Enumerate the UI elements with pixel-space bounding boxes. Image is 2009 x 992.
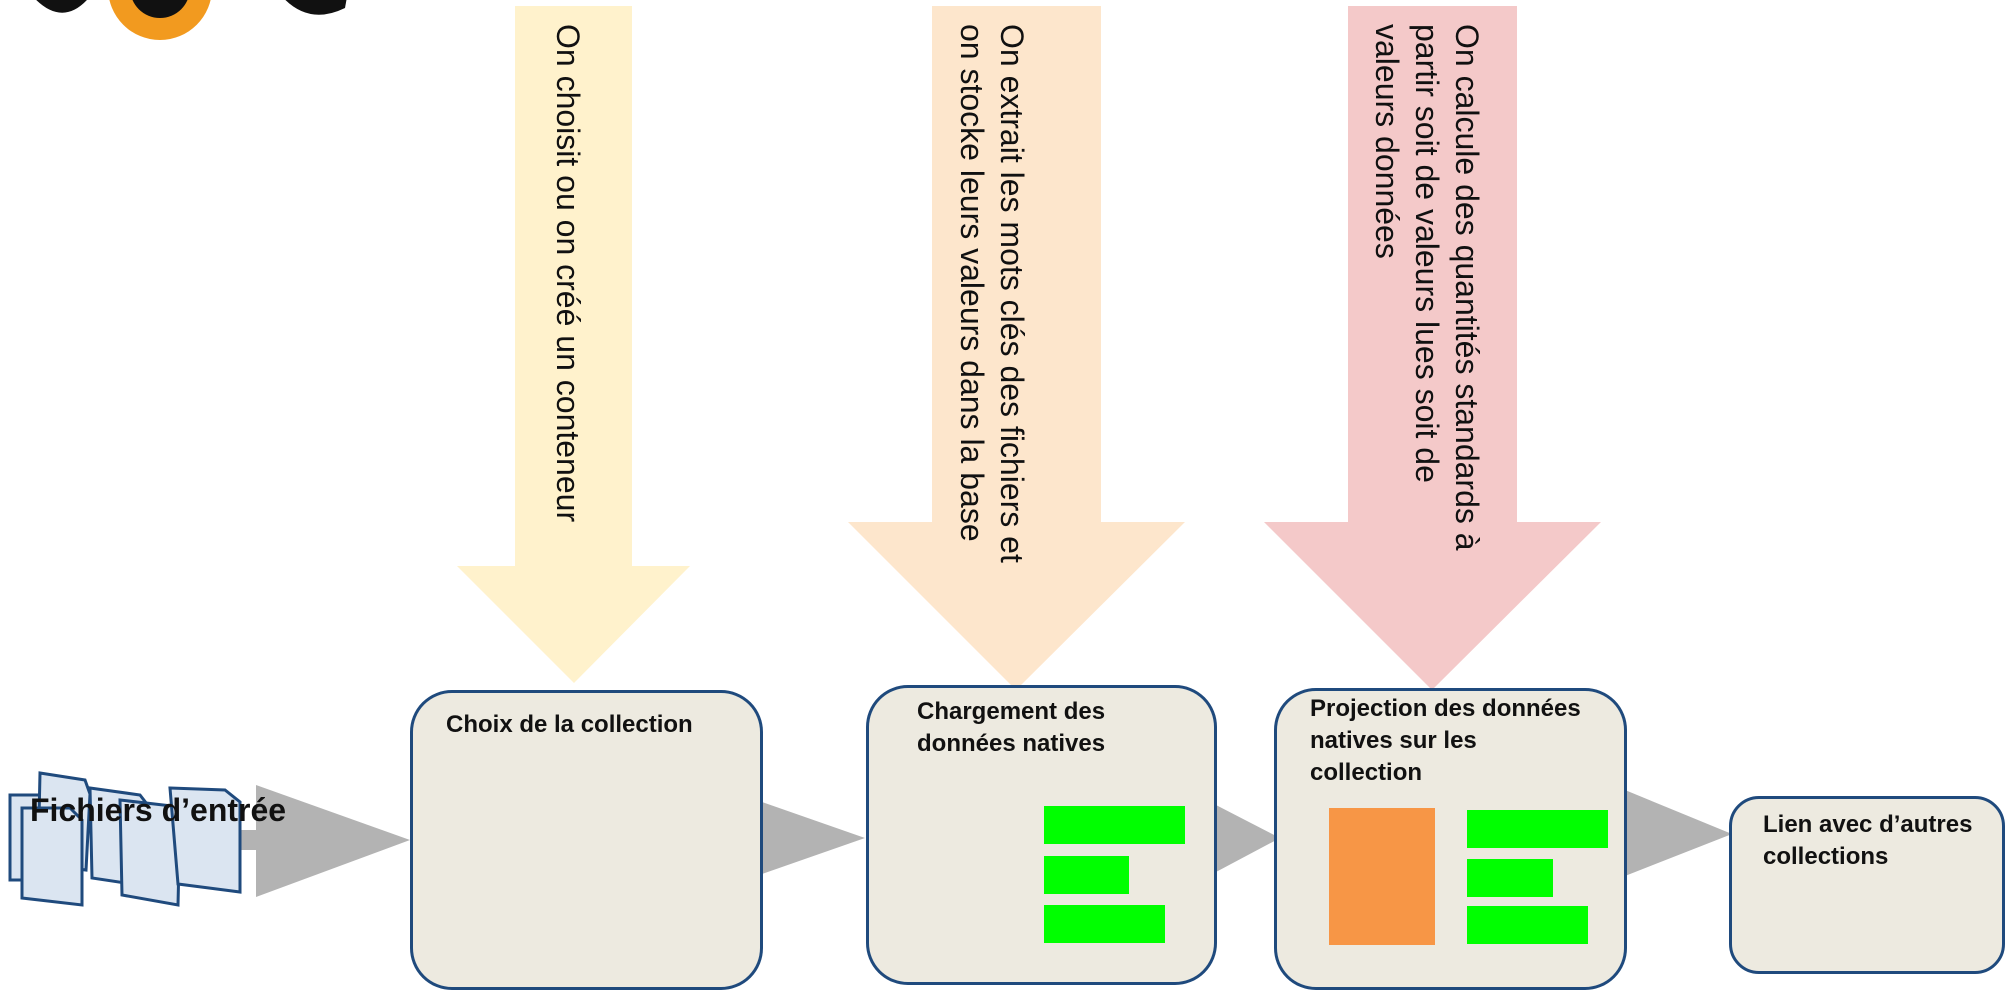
arrow-text-2: On extrait les mots clés des fichiers et… — [954, 24, 1030, 563]
logo — [36, 0, 347, 40]
step-box-collection-choice: Choix de la collection — [410, 690, 763, 990]
down-arrow-1 — [457, 6, 690, 683]
data-bar — [1044, 905, 1165, 943]
file-icon — [20, 806, 84, 907]
step-box-title: Choix de la collection — [446, 711, 693, 738]
logo-orange-circle — [109, 0, 211, 40]
data-bar — [1467, 906, 1588, 944]
logo-right-letter — [285, 0, 347, 15]
arrow-text-1: On choisit ou on créé un conteneur — [550, 24, 586, 523]
flow-arrow-2 — [1216, 805, 1280, 872]
step-box-link-collections: Lien avec d’autres collections — [1729, 796, 2005, 974]
down-arrow-3 — [1264, 6, 1601, 690]
data-bar — [1044, 856, 1129, 894]
projection-block — [1329, 808, 1435, 945]
step-box-title: Lien avec d’autres collections — [1763, 811, 1973, 870]
step-box-native-loading: Chargement des données natives — [866, 685, 1217, 985]
logo-inner-circle — [132, 0, 188, 18]
step-box-title: Chargement des données natives — [917, 698, 1106, 757]
flow-arrow-3 — [1625, 790, 1732, 876]
arrow-text-3: On calcule des quantités standards à par… — [1369, 24, 1485, 551]
data-bar — [1467, 810, 1608, 848]
data-bar — [1044, 806, 1185, 844]
data-bar — [1467, 859, 1553, 897]
step-box-title: Projection des données natives sur les c… — [1310, 695, 1581, 786]
flow-arrow-1 — [762, 802, 865, 874]
flow-arrow-0 — [256, 785, 410, 897]
logo-left-letter — [36, 0, 87, 13]
down-arrow-2 — [848, 6, 1185, 690]
file-icon — [168, 786, 242, 894]
input-files-icon — [8, 771, 242, 907]
step-box-projection: Projection des données natives sur les c… — [1274, 688, 1627, 990]
input-files-label: Fichiers d’entrée — [30, 792, 287, 828]
